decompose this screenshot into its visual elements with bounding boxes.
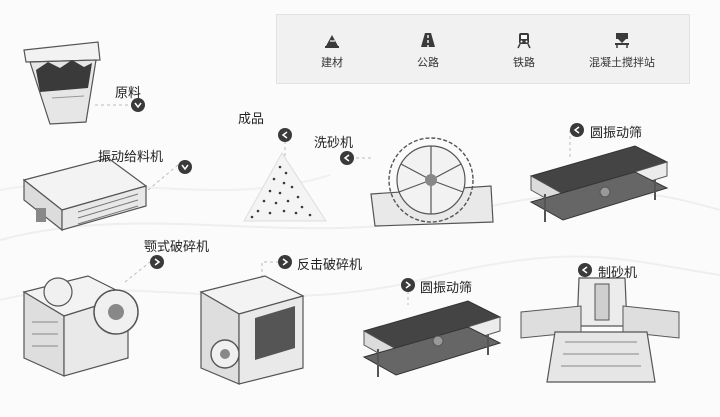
marker-finished-product [278,128,292,142]
impact-crusher [199,275,305,385]
label-sand-washer: 洗砂机 [314,136,354,151]
raw-material-hopper [23,41,101,125]
train-icon [517,33,531,49]
application-label: 公路 [417,56,439,69]
label-raw-material: 原料 [115,86,142,101]
vibrating-feeder [22,157,148,232]
sand-making-machine [520,277,680,383]
jaw-crusher [22,275,139,377]
marker-circular-screen-top [570,123,584,137]
circular-vibrating-screen-bottom [362,300,502,377]
application-concrete-plant: 混凝土搅拌站 [577,15,667,83]
marker-jaw-crusher [150,255,164,269]
chevron-down-icon [181,164,189,171]
highway-icon [421,33,435,47]
label-sand-making-machine: 制砂机 [598,266,638,281]
marker-sand-making-machine [578,263,592,277]
marker-circular-screen-bottom [401,278,415,292]
chevron-left-icon [343,154,350,162]
application-label: 建材 [321,56,343,69]
applications-panel: 建材 公路 铁路 混凝土搅拌站 [276,14,690,84]
label-finished-product: 成品 [238,112,265,127]
marker-sand-washer [340,151,354,165]
finished-product-pile [243,152,327,222]
application-label: 铁路 [513,56,535,69]
marker-vibrating-feeder [178,160,192,174]
label-circular-screen-top: 圆振动筛 [590,126,643,141]
marker-impact-crusher [278,255,292,269]
chevron-left-icon [581,266,588,274]
circular-vibrating-screen-top [529,145,669,222]
application-railway: 铁路 [479,15,569,83]
chevron-down-icon [134,102,142,109]
chevron-left-icon [573,126,580,134]
chevron-right-icon [282,258,289,266]
marker-raw-material [131,98,145,112]
chevron-right-icon [154,258,161,266]
concrete-mixing-plant-icon [615,33,629,48]
application-building-materials: 建材 [287,15,377,83]
chevron-left-icon [281,131,288,139]
label-vibrating-feeder: 振动给料机 [98,150,164,165]
label-impact-crusher: 反击破碎机 [297,258,363,273]
chevron-right-icon [405,281,412,289]
application-label: 混凝土搅拌站 [589,56,655,69]
label-circular-screen-bottom: 圆振动筛 [420,281,473,296]
building-materials-icon [325,35,339,48]
sand-washer [370,137,494,227]
label-jaw-crusher: 颚式破碎机 [144,240,210,255]
application-highway: 公路 [383,15,473,83]
